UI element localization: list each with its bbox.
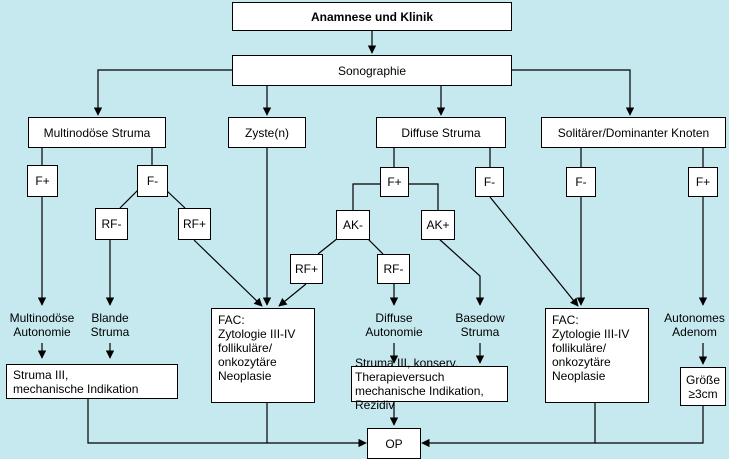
node-ak-plus: AK+ — [421, 210, 455, 240]
edge-sonographie-multinodose — [93, 69, 232, 116]
node-f-minus-1: F- — [137, 165, 168, 197]
node-f-plus-1: F+ — [27, 165, 58, 197]
edge-struma1-op — [87, 399, 367, 448]
node-f-plus-3: F+ — [688, 167, 718, 197]
node-diffuse: Diffuse Struma — [376, 117, 506, 148]
node-rf-plus-2: RF+ — [290, 254, 323, 284]
node-struma-iii-1: Struma III, mechanische Indikation — [6, 364, 178, 399]
node-solitaer: Solitärer/Dominanter Knoten — [541, 117, 726, 148]
label-basedow-struma: Basedow Struma — [455, 311, 505, 339]
node-f-minus-3: F- — [566, 167, 596, 197]
node-struma-iii-2: Struma III, konserv. Therapieversuch mec… — [351, 356, 508, 412]
node-rf-minus-1: RF- — [95, 208, 128, 240]
node-ak-minus: AK- — [336, 210, 370, 240]
edge-fplus2-akminus — [352, 183, 381, 210]
node-zyste: Zyste(n) — [228, 117, 306, 148]
node-sonographie: Sonographie — [232, 55, 512, 86]
node-groesse: Größe ≥3cm — [680, 367, 726, 406]
node-f-plus-2: F+ — [380, 167, 409, 197]
edge-akplus-basedow — [437, 237, 485, 306]
edge-sonographie-solitaer — [512, 69, 635, 116]
node-anamnese: Anamnese und Klinik — [232, 2, 512, 31]
edge-groesse-op — [595, 406, 704, 444]
node-rf-plus-1: RF+ — [178, 208, 211, 240]
edge-fminus2-fac2 — [489, 196, 579, 307]
node-fac-2: FAC: Zytologie III-IV follikuläre/ onkoz… — [545, 308, 649, 403]
edge-fminus1-rfminus — [119, 189, 139, 209]
edge-akminus-rfminus — [366, 237, 384, 255]
edge-fminus1-rfplus — [165, 189, 186, 209]
node-fac-1: FAC: Zytologie III-IV follikuläre/ onkoz… — [211, 308, 315, 403]
node-op: OP — [367, 428, 421, 459]
edge-rfplus1-fac1 — [193, 239, 263, 307]
node-multinodose: Multinodöse Struma — [28, 117, 166, 148]
label-diffuse-autonomie: Diffuse Autonomie — [365, 311, 423, 339]
label-autonomes-adenom: Autonomes Adenom — [664, 311, 725, 339]
node-f-minus-2: F- — [475, 167, 504, 197]
edge-fplus2-akplus — [408, 183, 439, 210]
node-rf-minus-2: RF- — [377, 254, 410, 284]
label-blande-struma: Blande Struma — [90, 311, 130, 339]
label-multinodose-autonomie: Multinodöse Autonomie — [9, 311, 75, 339]
edge-rfplus2-fac1 — [278, 283, 307, 307]
edge-akminus-rfplus — [317, 237, 339, 255]
